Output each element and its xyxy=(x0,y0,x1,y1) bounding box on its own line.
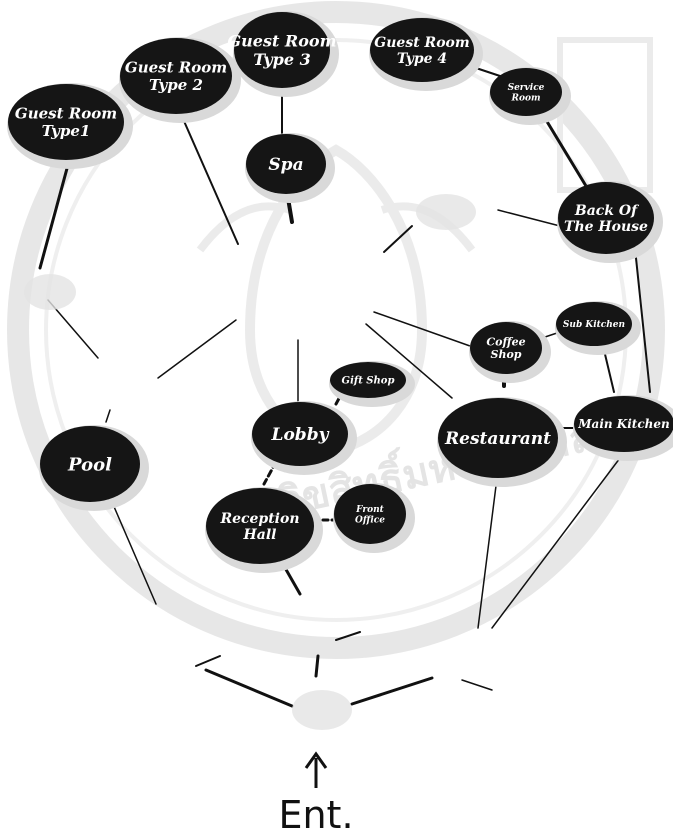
node-label: Back Of xyxy=(574,203,640,219)
node-bubble xyxy=(334,484,406,544)
node-label: Shop xyxy=(491,348,522,361)
node-bubble xyxy=(40,426,140,502)
diagram-edges xyxy=(38,65,651,708)
node-gift-shop: Gift Shop xyxy=(329,361,415,407)
node-label: Room xyxy=(510,93,540,103)
entrance-label: Ent. xyxy=(278,793,353,837)
node-label: Type 2 xyxy=(149,76,203,94)
edge-hub-coffee xyxy=(373,311,471,347)
edge-backhouse-junction xyxy=(497,209,561,227)
edge-backhouse-mainkitchen xyxy=(635,257,651,393)
edge-hub-left xyxy=(157,319,237,379)
node-bubble xyxy=(470,322,542,374)
node-label: Service xyxy=(508,83,545,93)
edge-hub-restaurant xyxy=(365,323,453,399)
edge-restaurant-junction xyxy=(477,469,499,629)
node-label: Hall xyxy=(243,527,277,543)
node-label: Guest Room xyxy=(125,59,227,77)
junction-left xyxy=(24,274,76,310)
node-label: Gift Shop xyxy=(342,376,395,387)
edge-lower-left-mark xyxy=(195,655,221,667)
node-bubble xyxy=(246,134,326,194)
node-label: Office xyxy=(355,515,385,525)
node-label: Lobby xyxy=(271,425,330,445)
edge-lower-tick xyxy=(314,654,320,678)
node-bubble xyxy=(556,302,632,346)
edge-junction-hub xyxy=(383,225,413,253)
node-label: Coffee xyxy=(486,336,525,349)
node-bubble xyxy=(120,38,232,114)
node-bubble xyxy=(8,84,124,160)
node-label: Type 4 xyxy=(397,51,447,67)
junction-entrance xyxy=(292,690,352,730)
node-label: Type1 xyxy=(42,122,91,140)
node-label: Restaurant xyxy=(444,429,551,449)
node-label: Main Kitchen xyxy=(577,417,669,431)
node-label: Front xyxy=(355,505,385,515)
node-spa: Spa xyxy=(245,133,335,203)
entrance-marker: Ent. xyxy=(278,751,354,837)
node-bubble xyxy=(234,12,330,88)
edge-right-entrance xyxy=(350,676,434,706)
node-label: Guest Room xyxy=(374,35,469,51)
edge-service-backhouse xyxy=(538,108,588,188)
node-bubble xyxy=(490,68,562,116)
node-label: Pool xyxy=(67,454,112,475)
edge-mainkitchen-junction xyxy=(491,457,621,629)
edge-reception-down xyxy=(282,564,302,596)
junction-upper-right xyxy=(416,194,476,230)
edge-right-mark xyxy=(461,679,493,691)
node-bubble xyxy=(438,398,558,478)
arrow-up-icon xyxy=(304,751,328,769)
node-label: Guest Room xyxy=(227,31,336,50)
edge-junction-left xyxy=(47,299,99,359)
node-pool: Pool xyxy=(39,425,149,511)
edge-left-pool xyxy=(105,409,111,423)
node-label: Spa xyxy=(268,155,303,175)
edge-lower-mid-mark xyxy=(335,631,361,641)
node-bubble xyxy=(558,182,654,254)
node-restaurant: Restaurant xyxy=(437,397,567,487)
edge-left-entrance xyxy=(204,668,294,708)
node-label: Type 3 xyxy=(253,50,311,69)
node-bubble xyxy=(370,18,474,82)
node-bubble xyxy=(330,362,406,398)
node-main-kitchen: Main Kitchen xyxy=(573,395,673,461)
edge-type2-hub xyxy=(179,111,239,245)
junction-blobs xyxy=(24,194,476,730)
node-sub-kitchen: Sub Kitchen xyxy=(555,301,641,355)
node-lobby: Lobby xyxy=(251,401,357,475)
node-label: The House xyxy=(564,219,648,235)
node-label: Sub Kitchen xyxy=(563,320,625,330)
edge-subkitchen-mainkitchen xyxy=(603,349,615,393)
edge-pool-down xyxy=(111,501,157,605)
node-label: Reception xyxy=(219,511,299,527)
node-label: Guest Room xyxy=(15,105,117,123)
node-bubble xyxy=(206,488,314,564)
edge-type1-junction xyxy=(38,148,74,270)
node-bubble xyxy=(574,396,673,452)
node-bubble xyxy=(252,402,348,466)
